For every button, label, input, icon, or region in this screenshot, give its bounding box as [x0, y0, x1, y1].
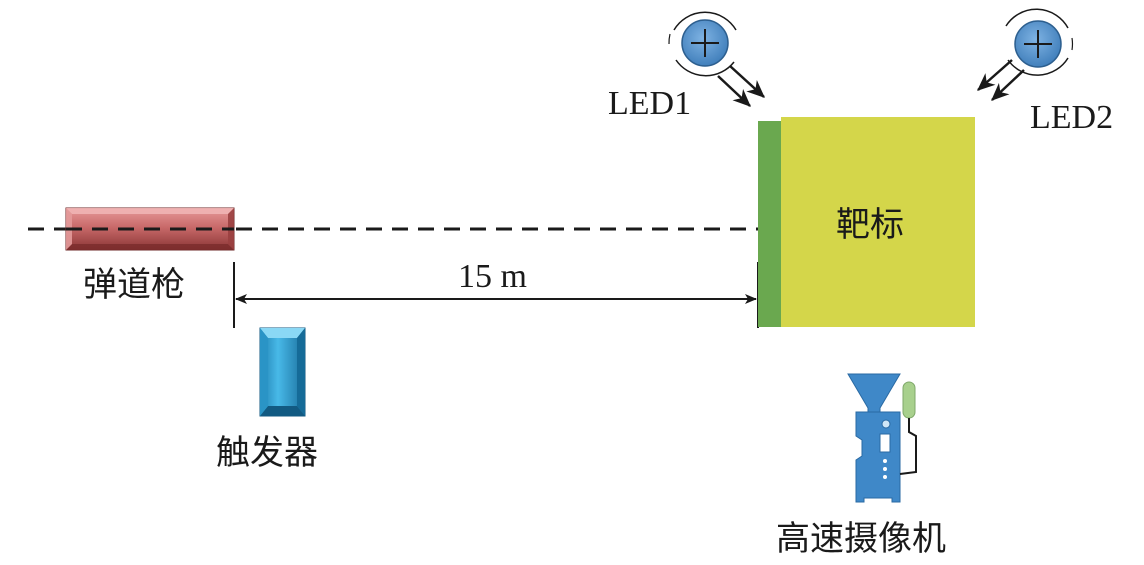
target-board	[758, 117, 975, 327]
camera-label: 高速摄像机	[776, 519, 946, 559]
trigger-device	[259, 327, 306, 417]
high-speed-camera-icon	[847, 373, 917, 503]
distance-label: 15 m	[458, 258, 527, 295]
led2-light	[1005, 8, 1074, 76]
led1-label: LED1	[608, 85, 691, 122]
led2-label: LED2	[1030, 99, 1113, 136]
ballistic-gun	[65, 207, 235, 251]
target-label: 靶标	[836, 205, 904, 245]
gun-label: 弹道枪	[83, 265, 185, 305]
trigger-label: 触发器	[216, 433, 318, 473]
led1-light-rays-icon	[717, 65, 765, 107]
led1-light	[668, 11, 737, 77]
led2-light-rays-icon	[977, 59, 1025, 101]
